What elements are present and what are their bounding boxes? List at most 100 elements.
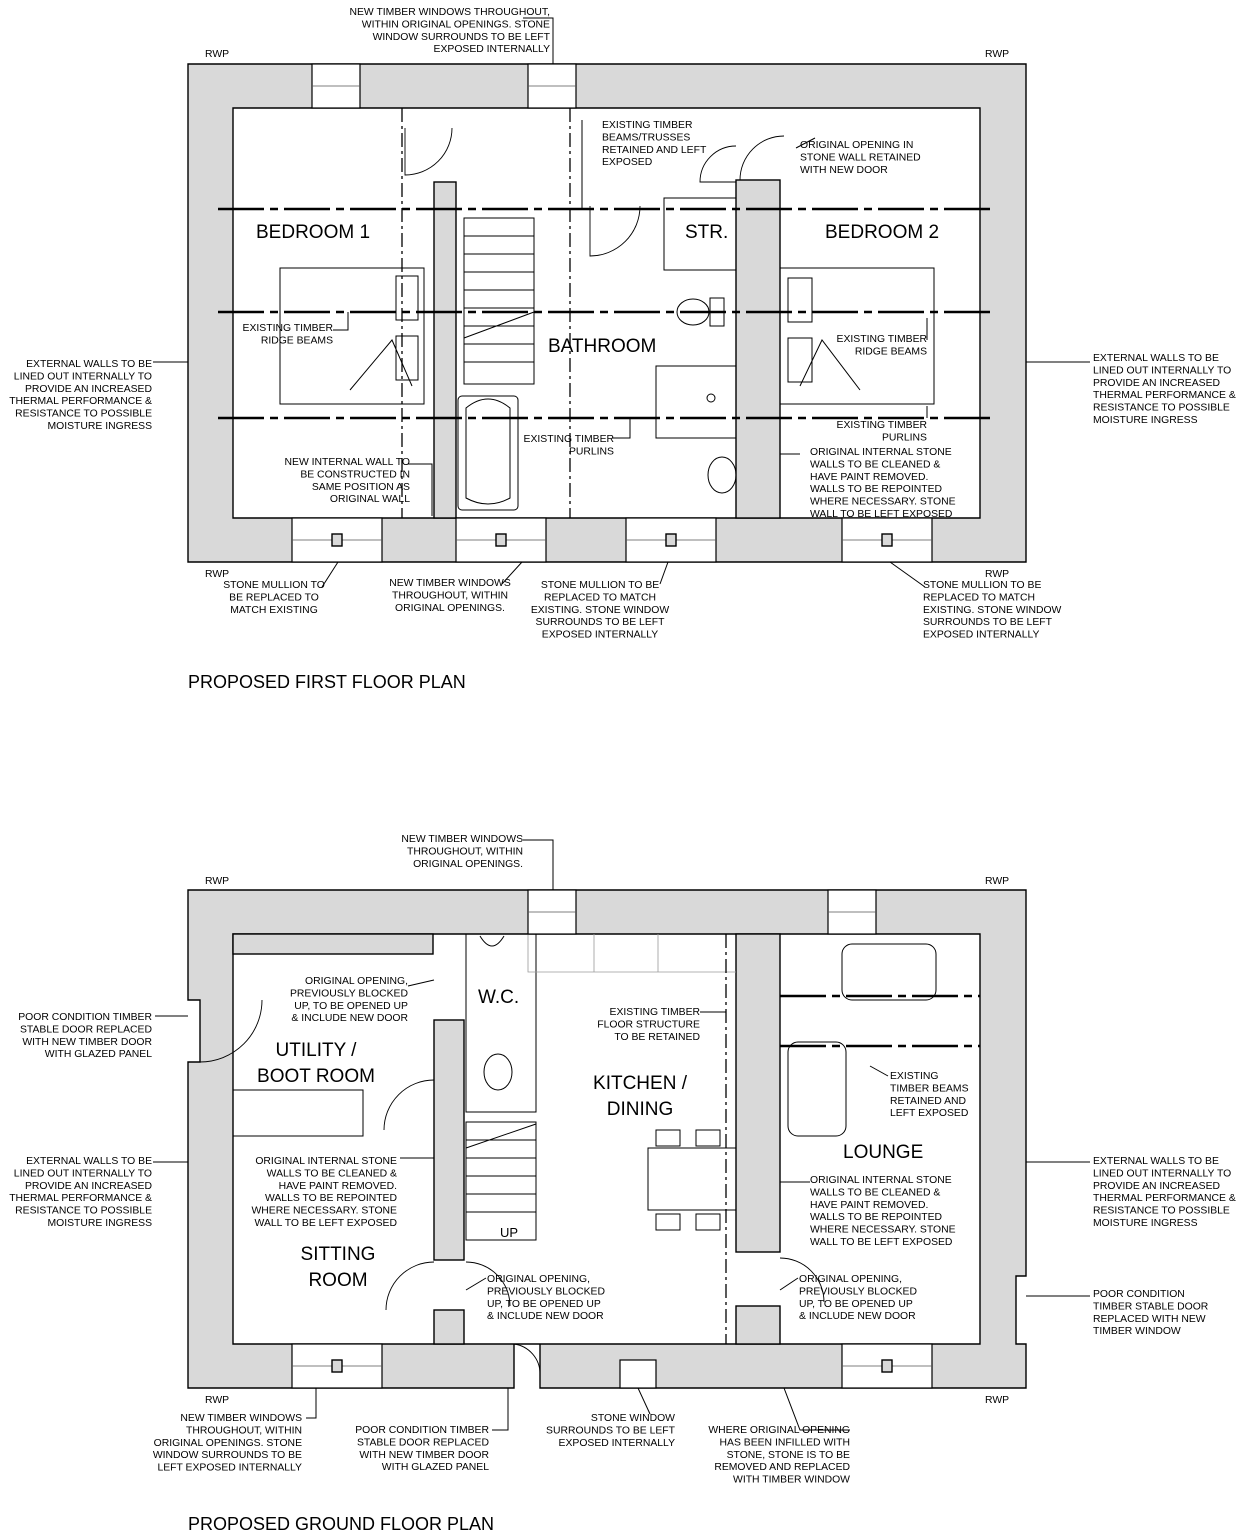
label-line: SURROUNDS TO BE LEFT bbox=[546, 1425, 676, 1436]
label-line: HAS BEEN INFILLED WITH bbox=[720, 1437, 850, 1448]
label-line: MOISTURE INGRESS bbox=[1093, 415, 1198, 426]
label-line: BE CONSTRUCTED IN bbox=[300, 469, 410, 480]
label-line: MATCH EXISTING bbox=[230, 605, 318, 616]
label-line: WITH NEW DOOR bbox=[800, 165, 888, 176]
kitchen-units bbox=[527, 934, 736, 973]
bedroom2-door-swing bbox=[739, 135, 785, 181]
label-line: & INCLUDE NEW DOOR bbox=[799, 1311, 916, 1322]
label-line: THERMAL PERFORMANCE & bbox=[9, 396, 152, 407]
label-line: WHERE ORIGINAL OPENING bbox=[708, 1425, 850, 1436]
ground-floor-leaders bbox=[153, 839, 1090, 1431]
label-line: ORIGINAL OPENING, bbox=[487, 1274, 590, 1285]
label-line: BEAMS/TRUSSES bbox=[602, 132, 690, 143]
label-line: STONE, STONE IS TO BE bbox=[727, 1450, 850, 1461]
label-line: WALL TO BE LEFT EXPOSED bbox=[810, 509, 952, 520]
label-line: ORIGINAL OPENINGS. STONE bbox=[154, 1438, 302, 1449]
label-line: WITH GLAZED PANEL bbox=[45, 1049, 152, 1060]
bath bbox=[457, 395, 519, 511]
label-line: ORIGINAL INTERNAL STONE bbox=[810, 1175, 952, 1186]
first-floor-stairs bbox=[463, 217, 535, 385]
label-line: EXISTING bbox=[890, 1071, 939, 1082]
label-line: EXISTING TIMBER bbox=[610, 1007, 701, 1018]
ground-floor-lounge-wall-lower bbox=[735, 1305, 781, 1345]
label-line: SITTING bbox=[301, 1244, 376, 1265]
label-line: THROUGHOUT, WITHIN bbox=[392, 590, 508, 601]
label-line: ORIGINAL OPENING, bbox=[305, 976, 408, 987]
wc-toilet bbox=[483, 1053, 513, 1091]
room-label-kitchen: KITCHEN /DINING bbox=[593, 1073, 688, 1120]
stable-door-swing bbox=[199, 999, 263, 1063]
first-floor-plan-title: PROPOSED FIRST FLOOR PLAN bbox=[188, 672, 466, 692]
label-line: STONE WALL RETAINED bbox=[800, 152, 921, 163]
label-line: PREVIOUSLY BLOCKED bbox=[799, 1286, 917, 1297]
label-line: MOISTURE INGRESS bbox=[48, 421, 153, 432]
label-line: THERMAL PERFORMANCE & bbox=[1093, 1193, 1236, 1204]
shower-drain bbox=[706, 393, 716, 403]
label-line: POOR CONDITION TIMBER bbox=[18, 1012, 152, 1023]
room-label-store: STR. bbox=[685, 222, 728, 243]
label-line: BE REPLACED TO bbox=[229, 592, 319, 603]
bottom-door-swing bbox=[513, 1343, 541, 1375]
wc-enclosure bbox=[465, 933, 537, 1113]
label-line: PROVIDE AN INCREASED bbox=[25, 384, 152, 395]
shower-tray bbox=[655, 365, 737, 439]
rwp-label: RWP bbox=[205, 49, 229, 60]
label-line: LEFT EXPOSED INTERNALLY bbox=[157, 1463, 302, 1474]
first-floor-leaders bbox=[153, 17, 1090, 588]
label-line: RESISTANCE TO POSSIBLE bbox=[15, 1206, 152, 1217]
label-line: REPLACED TO MATCH bbox=[923, 592, 1035, 603]
label-line: PURLINS bbox=[882, 432, 927, 443]
label-line: STONE MULLION TO BE bbox=[923, 580, 1041, 591]
label-line: WALL TO BE LEFT EXPOSED bbox=[255, 1218, 397, 1229]
label-line: PREVIOUSLY BLOCKED bbox=[290, 988, 408, 999]
basin bbox=[707, 456, 737, 494]
label-line: THROUGHOUT, WITHIN bbox=[186, 1425, 302, 1436]
label-line: STONE WINDOW bbox=[591, 1413, 675, 1424]
label-line: RETAINED AND bbox=[890, 1096, 966, 1107]
first-floor-new-internal-wall bbox=[433, 181, 457, 519]
label-line: EXPOSED INTERNALLY bbox=[923, 630, 1040, 641]
ground-floor-plan-title: PROPOSED GROUND FLOOR PLAN bbox=[188, 1514, 494, 1534]
label-line: UTILITY / bbox=[276, 1040, 358, 1061]
bed-bedroom-2 bbox=[779, 267, 935, 405]
label-line: WALLS TO BE CLEANED & bbox=[267, 1168, 397, 1179]
rwp-label: RWP bbox=[985, 876, 1009, 887]
label-line: SAME POSITION AS bbox=[312, 482, 410, 493]
toilet bbox=[676, 298, 710, 326]
label-line: TIMBER STABLE DOOR bbox=[1093, 1301, 1209, 1312]
rwp-label: RWP bbox=[205, 876, 229, 887]
label-line: ORIGINAL INTERNAL STONE bbox=[255, 1156, 397, 1167]
label-line: LEFT EXPOSED bbox=[890, 1108, 968, 1119]
label-line: REPLACED TO MATCH bbox=[544, 592, 656, 603]
room-label-bedroom-2: BEDROOM 2 bbox=[825, 222, 939, 243]
ground-floor-windows bbox=[291, 889, 933, 1389]
label-line: RESISTANCE TO POSSIBLE bbox=[15, 409, 152, 420]
label-line: WALLS TO BE CLEANED & bbox=[810, 1187, 940, 1198]
lounge-sofa bbox=[841, 943, 937, 1001]
label-line: EXPOSED bbox=[602, 157, 652, 168]
label-line: KITCHEN / bbox=[593, 1073, 688, 1094]
label-line: WALL TO BE LEFT EXPOSED bbox=[810, 1237, 952, 1248]
label-line: ORIGINAL OPENINGS. bbox=[413, 859, 523, 870]
label-line: RIDGE BEAMS bbox=[261, 335, 333, 346]
ground-floor-stairs bbox=[465, 1121, 537, 1241]
label-line: & INCLUDE NEW DOOR bbox=[487, 1311, 604, 1322]
label-line: PURLINS bbox=[569, 446, 614, 457]
